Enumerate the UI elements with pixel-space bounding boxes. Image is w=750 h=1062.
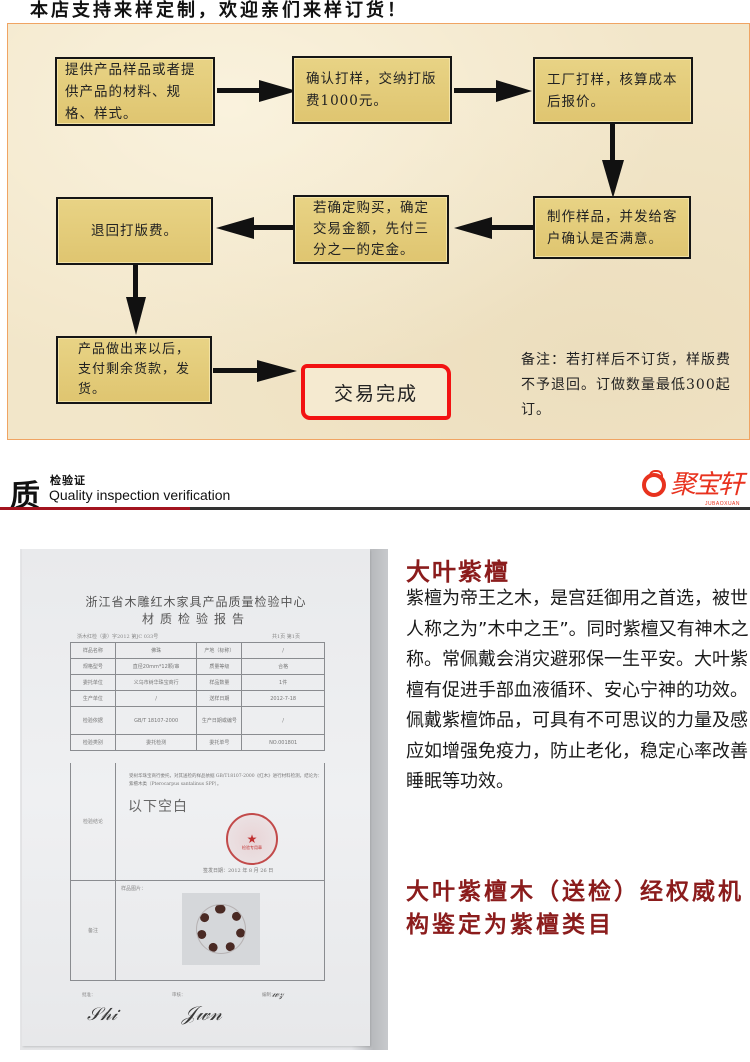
official-seal-icon: ★ 检验专用章 xyxy=(226,813,278,865)
flow-step-5: 若确定购买，确定交易金额，先付三分之一的定金。 xyxy=(293,195,449,264)
transaction-complete-text: 交易完成 xyxy=(333,382,418,405)
arrow-down-icon xyxy=(126,265,146,335)
table-cell: 2012-7-18 xyxy=(241,690,325,707)
table-cell: NO.001801 xyxy=(241,734,325,751)
certificate-org: 浙江省木雕红木家具产品质量检验中心 xyxy=(85,595,307,609)
flow-step-2: 确认打样，交纳打版费1000元。 xyxy=(292,56,452,124)
table-cell: 委托检测 xyxy=(114,734,198,751)
brand-logo: 聚宝轩 xyxy=(641,470,744,500)
table-cell: / xyxy=(114,690,198,707)
arrow-left-icon xyxy=(454,217,534,239)
table-cell: / xyxy=(241,642,325,659)
flow-step-7-text: 产品做出来以后，支付剩余货款，发货。 xyxy=(78,342,191,397)
bead-bracelet-icon xyxy=(197,905,245,953)
arrow-right-icon xyxy=(454,80,532,102)
flow-step-7: 产品做出来以后，支付剩余货款，发货。 xyxy=(56,336,212,404)
product-description: 紫檀为帝王之木，是宫廷御用之首选，被世人称之为”木中之王”。同时紫檀又有神木之称… xyxy=(406,588,749,792)
table-cell: 生产单位 xyxy=(70,690,116,707)
review-label: 审核： xyxy=(172,993,186,998)
table-cell: 义乌市树华珠宝商行 xyxy=(114,674,198,691)
bead-bracelet-image xyxy=(182,893,260,965)
certificate-ref-no: 浙木红检（委）字2012 第JC 033号 xyxy=(77,634,159,640)
flow-step-6: 退回打版费。 xyxy=(56,197,213,265)
signature-compile: 𝓌𝓏 xyxy=(272,989,284,1000)
transaction-complete-box: 交易完成 xyxy=(301,364,451,420)
product-certification-statement: 大叶紫檀木（送检）经权威机构鉴定为紫檀类目 xyxy=(406,879,744,938)
custom-order-banner: 本店支持来样定制，欢迎亲们来样订货！ xyxy=(30,0,408,21)
table-cell: 委托单号 xyxy=(196,734,243,751)
table-row: 规格型号 直径20mm*12颗/串 质量等级 合格 xyxy=(70,658,325,675)
table-row: 生产单位 / 送样日期 2012-7-18 xyxy=(70,690,325,707)
quality-inspection-header: 质 检验证 Quality inspection verification 聚宝… xyxy=(0,468,750,514)
signature-approve: 𝒮𝒽𝒾 xyxy=(87,1004,118,1025)
conclusion-text: 受树华珠宝商行委托，对其送检的样品依据 GB/T18107-2000《红木》进行… xyxy=(129,774,323,787)
table-row: 检验依据 GB/T 18107-2000 生产日期或编号 / xyxy=(70,706,325,735)
table-row: 委托单位 义乌市树华珠宝商行 样品数量 1件 xyxy=(70,674,325,691)
conclusion-label: 检验结论 xyxy=(71,763,116,880)
table-cell: 佛珠 xyxy=(114,642,198,659)
flow-step-4: 制作样品，并发给客户确认是否满意。 xyxy=(533,196,691,259)
arrow-left-icon xyxy=(216,217,294,239)
approve-label: 批准： xyxy=(82,993,96,998)
flow-step-5-text: 若确定购买，确定交易金额，先付三分之一的定金。 xyxy=(313,200,429,258)
product-title: 大叶紫檀 xyxy=(406,558,510,586)
seal-label: 检验专用章 xyxy=(242,845,262,850)
dragon-ring-icon xyxy=(641,470,666,497)
table-row: 样品名称 佛珠 产地（标称） / xyxy=(70,642,325,659)
remark-label: 备注 xyxy=(71,881,116,980)
sign-date: 签发日期：2012 年 8 月 26 日 xyxy=(203,868,274,874)
table-cell: 质量等级 xyxy=(196,658,243,675)
table-cell: 合格 xyxy=(241,658,325,675)
flow-step-1-text: 提供产品样品或者提供产品的材料、规格、样式。 xyxy=(65,61,196,122)
table-cell: 样品名称 xyxy=(70,642,116,659)
flow-step-1: 提供产品样品或者提供产品的材料、规格、样式。 xyxy=(55,57,215,126)
section-title-en: Quality inspection verification xyxy=(49,487,231,503)
signature-review: 𝒥𝓌𝓃 xyxy=(182,1001,222,1025)
table-cell: 直径20mm*12颗/串 xyxy=(114,658,198,675)
section-title-cn: 检验证 xyxy=(50,474,86,487)
table-cell: 委托单位 xyxy=(70,674,116,691)
arrow-right-icon xyxy=(213,360,297,382)
certificate-paper: 浙江省木雕红木家具产品质量检验中心 材质检验报告 浙木红检（委）字2012 第J… xyxy=(22,549,370,1046)
table-cell: 生产日期或编号 xyxy=(196,706,243,735)
flow-step-4-text: 制作样品，并发给客户确认是否满意。 xyxy=(547,208,678,247)
certificate-remark: 备注 样品图片： xyxy=(70,881,325,981)
table-cell: 送样日期 xyxy=(196,690,243,707)
compile-label: 编制： xyxy=(262,993,276,998)
sample-photo-label: 样品图片： xyxy=(121,886,147,892)
table-cell: GB/T 18107-2000 xyxy=(114,706,198,735)
table-cell: 样品数量 xyxy=(196,674,243,691)
table-cell: 产地（标称） xyxy=(196,642,243,659)
flow-step-3: 工厂打样，核算成本后报价。 xyxy=(533,57,693,124)
certificate-page-info: 共1页 第1页 xyxy=(272,634,300,640)
flow-step-6-text: 退回打版费。 xyxy=(91,223,178,239)
brand-name: 聚宝轩 xyxy=(669,470,744,500)
certificate-table: 样品名称 佛珠 产地（标称） / 规格型号 直径20mm*12颗/串 质量等级 … xyxy=(70,642,325,751)
header-divider-red xyxy=(0,507,190,510)
header-divider-dark xyxy=(190,507,750,510)
table-cell: 检验类别 xyxy=(70,734,116,751)
certificate-title: 材质检验报告 xyxy=(141,612,250,626)
order-process-flowchart: 提供产品样品或者提供产品的材料、规格、样式。 确认打样，交纳打版费1000元。 … xyxy=(7,23,750,440)
brand-subtitle: JUBAOXUAN xyxy=(704,501,740,507)
arrow-down-icon xyxy=(602,124,624,198)
table-cell: 检验依据 xyxy=(70,706,116,735)
certificate-conclusion: 检验结论 受树华珠宝商行委托，对其送检的样品依据 GB/T18107-2000《… xyxy=(70,763,325,881)
flow-step-3-text: 工厂打样，核算成本后报价。 xyxy=(547,71,678,110)
flow-note: 备注：若打样后不订货，样版费不予退回。订做数量最低300起订。 xyxy=(521,352,731,418)
table-cell: / xyxy=(241,706,325,735)
inspection-certificate-photo: 浙江省木雕红木家具产品质量检验中心 材质检验报告 浙木红检（委）字2012 第J… xyxy=(20,549,388,1050)
table-cell: 规格型号 xyxy=(70,658,116,675)
flow-step-2-text: 确认打样，交纳打版费1000元。 xyxy=(306,71,437,109)
blank-below-note: 以下空白 xyxy=(128,799,188,815)
table-row: 检验类别 委托检测 委托单号 NO.001801 xyxy=(70,734,325,751)
table-cell: 1件 xyxy=(241,674,325,691)
arrow-right-icon xyxy=(217,80,297,102)
